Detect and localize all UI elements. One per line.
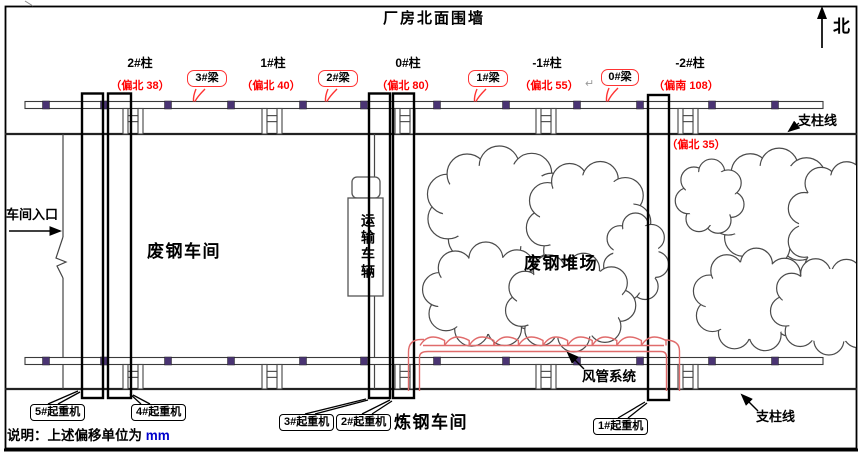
deviation-label-m1: （偏北 55） — [519, 80, 579, 92]
crane-columns — [80, 92, 671, 402]
crane-callout-2: 2#起重机 — [336, 414, 392, 431]
beam-callout-1: 1#梁 — [468, 70, 508, 87]
steel-workshop-label: 炼钢车间 — [394, 413, 468, 432]
beam-callout-2: 2#梁 — [318, 70, 358, 87]
beam-callout-0: 0#梁 — [601, 69, 639, 86]
entrance-label: 车间入口 — [6, 207, 59, 222]
north-label: 北 — [833, 17, 850, 36]
column-label-m2: -2#柱 — [675, 56, 705, 70]
beam-callout-tails — [192, 87, 619, 102]
vehicle-label: 运输车辆 — [360, 213, 376, 281]
support-line-label-top: 支柱线 — [798, 113, 838, 128]
note-unit: mm — [145, 428, 170, 443]
crane-callout-1: 1#起重机 — [593, 418, 649, 435]
deviation-label-m2: （偏南 108） — [653, 80, 719, 92]
deviation-label-0: （偏北 80） — [376, 80, 436, 92]
note-text: 说明：上述偏移单位为 — [7, 428, 142, 443]
transport-vehicle-shape — [347, 176, 384, 297]
column-label-1: 1#柱 — [260, 56, 286, 70]
crane-callout-4: 4#起重机 — [131, 404, 187, 421]
return-mark: ↵ — [585, 78, 595, 90]
scrap-workshop-label: 废钢车间 — [147, 242, 221, 261]
deviation-label-35: （偏北 35） — [666, 139, 726, 151]
column-label-2: 2#柱 — [127, 56, 153, 70]
column-label-0: 0#柱 — [395, 56, 421, 70]
support-line-bottom-arrow — [740, 393, 759, 412]
north-arrow — [817, 6, 827, 48]
duct-pipe — [407, 336, 681, 391]
deviation-label-1: （偏北 40） — [241, 80, 301, 92]
crane-callout-5: 5#起重机 — [30, 404, 86, 421]
deviation-label-2: （偏北 38） — [110, 80, 170, 92]
crane-callout-tails — [47, 390, 648, 419]
duct-arrow — [566, 351, 585, 370]
beam-callout-3: 3#梁 — [187, 70, 227, 87]
support-line-top-arrow — [787, 120, 801, 133]
corner-artifact — [24, 0, 34, 7]
scrap-yard-label: 废钢堆场 — [524, 254, 598, 273]
duct-system-label: 风管系统 — [582, 369, 636, 384]
scrap-yard-clouds — [421, 145, 856, 356]
h-supports — [122, 107, 699, 390]
support-line-label-bottom: 支柱线 — [756, 409, 796, 424]
diagram-title: 厂房北面围墙 — [382, 10, 485, 27]
column-label-m1: -1#柱 — [532, 56, 562, 70]
crane-callout-3: 3#起重机 — [279, 414, 335, 431]
note: 说明：上述偏移单位为 mm — [7, 424, 170, 444]
